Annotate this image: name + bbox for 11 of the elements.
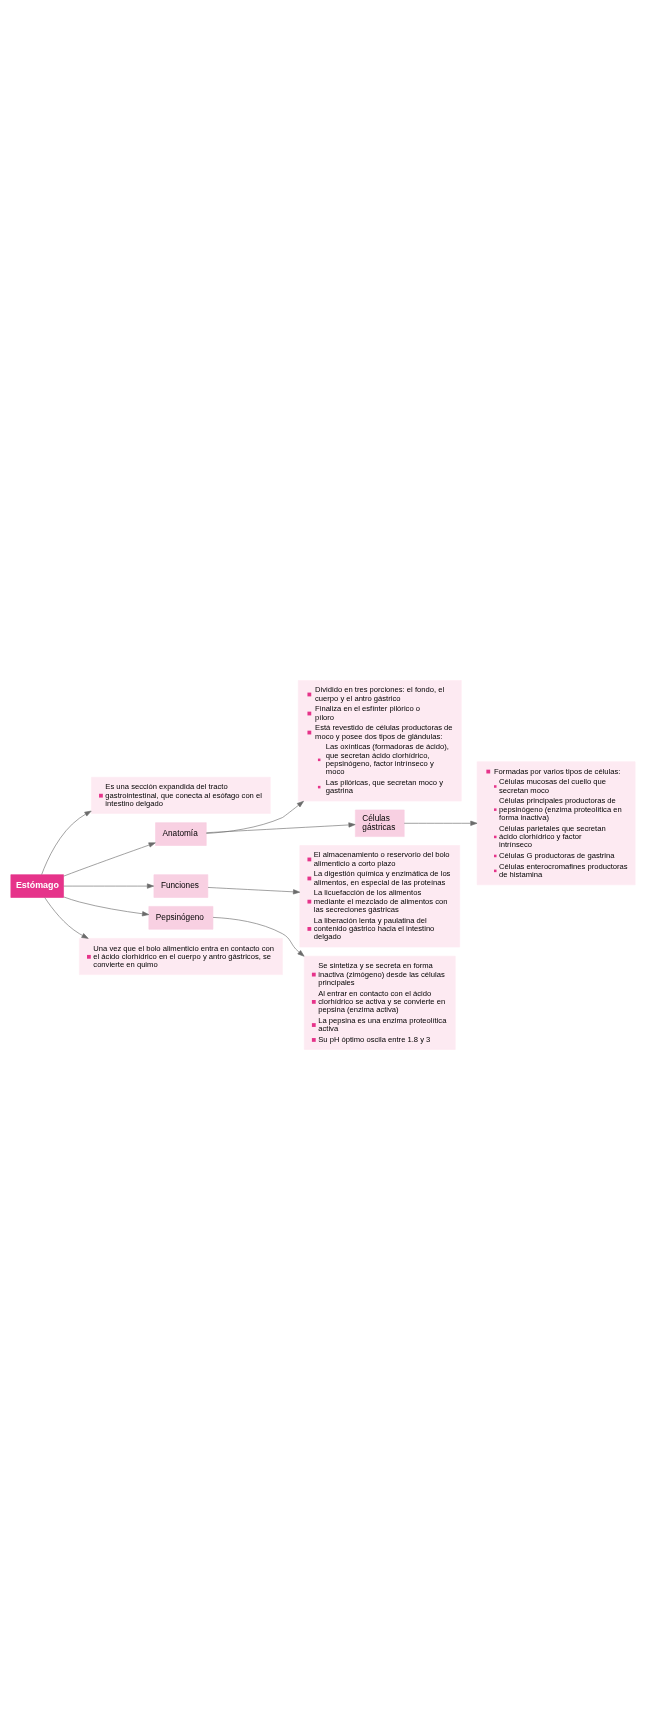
arrow — [206, 800, 304, 834]
arrow — [63, 883, 154, 889]
node-box: Estómago — [10, 874, 64, 898]
arrow — [63, 896, 150, 917]
arrow — [403, 820, 478, 826]
arrow — [207, 887, 301, 895]
arrow — [63, 842, 156, 877]
arrow — [44, 897, 89, 939]
arrow — [206, 822, 356, 834]
arrow — [41, 810, 92, 875]
arrow — [212, 917, 305, 957]
